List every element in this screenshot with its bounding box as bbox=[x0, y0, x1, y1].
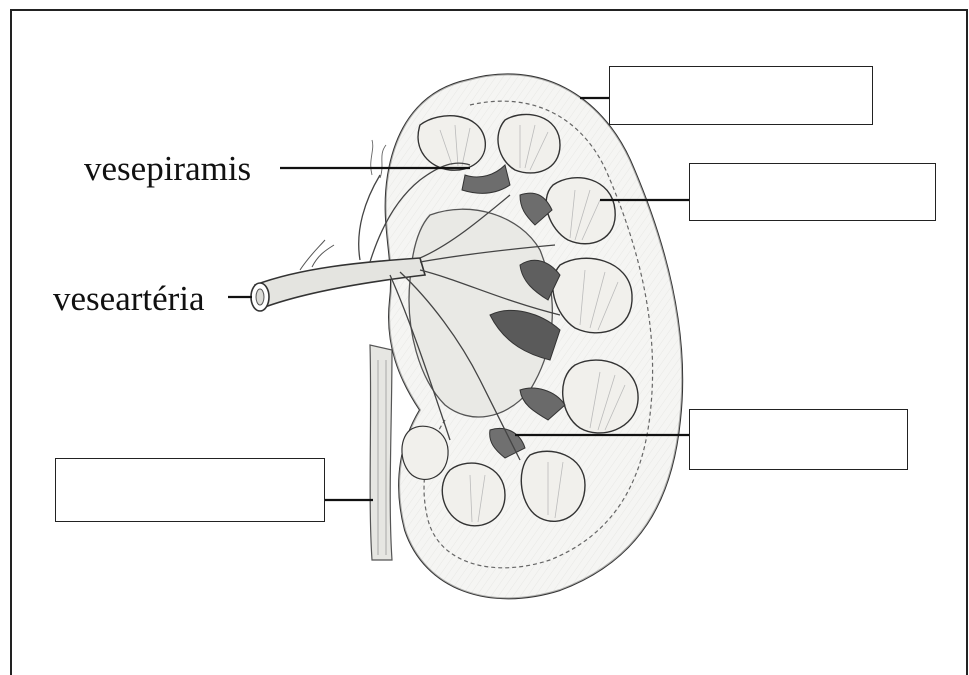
answer-box-right-lower[interactable] bbox=[689, 409, 908, 470]
answer-box-right-upper[interactable] bbox=[689, 163, 936, 221]
answer-box-left[interactable] bbox=[55, 458, 325, 522]
answer-box-top-right[interactable] bbox=[609, 66, 873, 125]
ureter bbox=[370, 345, 392, 560]
label-pyramid: vesepiramis bbox=[84, 151, 251, 186]
label-artery: veseartéria bbox=[53, 281, 205, 316]
